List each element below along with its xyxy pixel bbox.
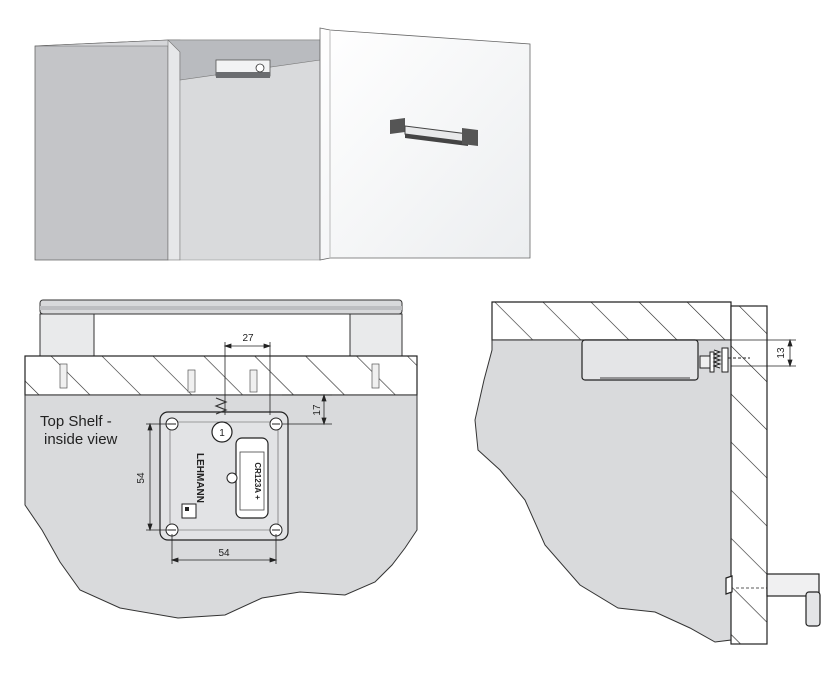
door-handle xyxy=(390,118,478,146)
code-button-label: 1 xyxy=(219,428,225,439)
lock-front-view: 1 LEHMANN CR123A + xyxy=(159,397,289,541)
dimension-13-label: 13 xyxy=(776,347,787,359)
side-cabinet-surface xyxy=(474,339,732,643)
dimension-17-label: 17 xyxy=(312,404,323,416)
side-handle xyxy=(725,573,821,627)
spring-icon xyxy=(214,397,228,415)
caption-line-1: Top Shelf - xyxy=(40,413,112,430)
strike-screw-icon xyxy=(699,347,750,373)
dimension-27-label: 27 xyxy=(242,333,254,344)
front-section-view: Top Shelf - inside view 1 LEHMANN xyxy=(24,299,418,619)
dimension-17 xyxy=(282,393,332,426)
top-shelf-section xyxy=(24,355,418,396)
dimension-13 xyxy=(731,338,796,368)
side-shelf-section xyxy=(491,301,732,341)
cabinet-side-panel xyxy=(34,39,169,261)
caption-line-2: inside view xyxy=(44,431,118,448)
dimension-54-vertical xyxy=(146,422,172,532)
battery-label: CR123A + xyxy=(253,462,262,500)
front-handle-leg-right xyxy=(349,313,403,357)
front-handle-leg-left xyxy=(39,313,95,357)
dimension-54-horizontal xyxy=(170,534,278,564)
cabinet-3d-view xyxy=(34,27,531,261)
dimension-54-horizontal-label: 54 xyxy=(218,548,230,559)
cabinet-lock-unit xyxy=(215,59,271,78)
battery-icon xyxy=(235,437,269,519)
code-button xyxy=(211,421,233,443)
side-lock-body xyxy=(581,339,699,381)
dimension-54-vertical-label: 54 xyxy=(136,472,147,484)
dimension-27 xyxy=(223,342,272,415)
side-door-section xyxy=(730,305,768,645)
brand-label: LEHMANN xyxy=(194,453,205,503)
screw-icon xyxy=(59,363,380,393)
cam-icon xyxy=(226,472,238,484)
cabinet-interior xyxy=(179,51,321,261)
cabinet-door xyxy=(319,27,531,261)
side-section-view: 13 xyxy=(474,301,821,645)
cabinet-front-edge xyxy=(167,39,181,261)
